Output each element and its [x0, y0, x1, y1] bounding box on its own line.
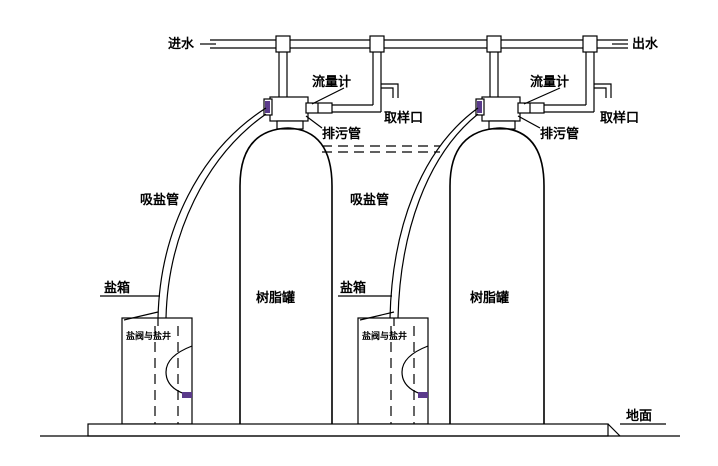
label-outlet: 出水	[632, 36, 659, 52]
label-drain-pipe-1: 排污管	[322, 126, 361, 142]
resin-tank-2	[449, 127, 545, 424]
unit2-piping	[475, 52, 612, 130]
label-resin-tank-2: 树脂罐	[470, 290, 509, 306]
label-brine-suction-2: 吸盐管	[350, 192, 389, 208]
label-sample-port-1: 取样口	[384, 110, 423, 126]
label-salt-tank-2: 盐箱	[340, 280, 366, 296]
label-brine-valve-2: 盐阀与盐井	[362, 330, 407, 342]
label-resin-tank-1: 树脂罐	[256, 290, 295, 306]
leader-lines	[100, 43, 628, 321]
drain-line	[322, 145, 440, 153]
label-drain-pipe-2: 排污管	[540, 126, 579, 142]
unit1-piping	[263, 52, 399, 130]
label-flowmeter-2: 流量计	[530, 74, 569, 90]
label-sample-port-2: 取样口	[600, 110, 639, 126]
label-brine-valve-1: 盐阀与盐井	[126, 330, 171, 342]
main-water-pipe	[210, 35, 628, 53]
brine-suction-tube-1	[157, 107, 267, 319]
salt-tank-2	[357, 317, 429, 425]
brine-suction-tube-2	[389, 107, 479, 319]
label-flowmeter-1: 流量计	[312, 74, 351, 90]
ground	[40, 423, 680, 437]
resin-tank-1	[239, 127, 333, 424]
label-brine-suction-1: 吸盐管	[140, 192, 179, 208]
label-ground: 地面	[626, 408, 652, 424]
label-salt-tank-1: 盐箱	[104, 280, 130, 296]
label-inlet: 进水	[168, 36, 195, 52]
salt-tank-1	[121, 317, 193, 425]
